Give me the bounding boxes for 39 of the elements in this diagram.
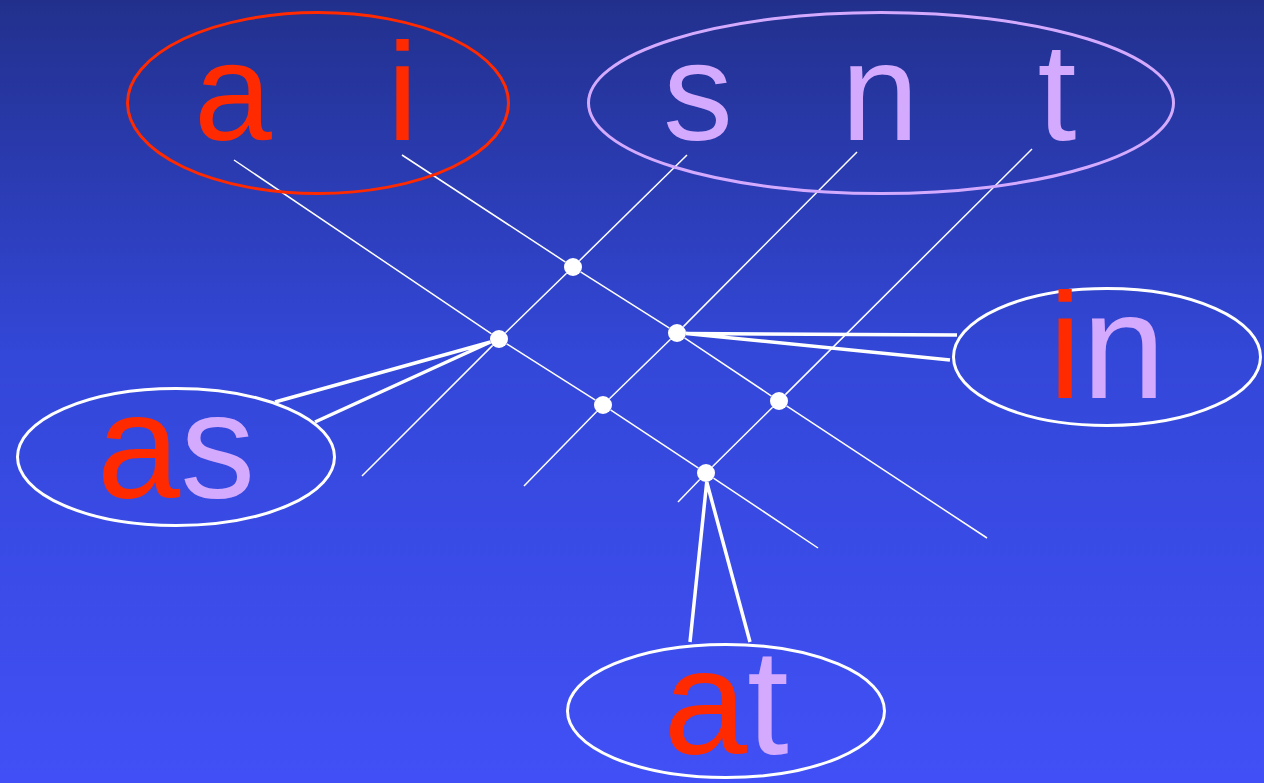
letter-group-ellipse: [126, 11, 510, 195]
grid-line: [711, 406, 774, 468]
intersection-dot: [594, 396, 612, 414]
grid-line: [504, 272, 568, 334]
letter: n: [838, 32, 922, 152]
callout-bubble: [16, 387, 336, 527]
intersection-dot: [668, 324, 686, 342]
grid-line: [682, 151, 858, 328]
word-label: in: [1048, 281, 1166, 411]
letter: t: [1022, 32, 1092, 149]
grid-line: [505, 343, 597, 401]
callout-bubble: [566, 643, 886, 779]
intersection-dot: [564, 258, 582, 276]
callout-tail: [273, 340, 493, 424]
grid-line: [609, 409, 700, 469]
intersection-dot: [770, 392, 788, 410]
word-label: at: [663, 637, 789, 767]
callout-tail: [684, 331, 959, 362]
callout-tail: [688, 480, 752, 644]
letter: a: [192, 32, 274, 160]
letter-group-ellipse: [587, 11, 1175, 195]
grid-line: [523, 410, 598, 487]
grid-line: [784, 148, 1033, 396]
word-label: as: [96, 381, 256, 511]
grid-line: [712, 477, 819, 549]
letter: i: [380, 32, 425, 155]
grid-line: [401, 154, 567, 263]
grid-line: [677, 478, 701, 503]
intersection-dot: [697, 464, 715, 482]
grid-line: [785, 405, 988, 539]
letter: s: [658, 32, 738, 155]
grid-line: [579, 271, 671, 329]
grid-line: [608, 338, 672, 400]
grid-line: [683, 337, 773, 397]
callout-bubble: [952, 287, 1262, 427]
grid-line: [233, 159, 493, 335]
grid-line: [361, 344, 494, 477]
intersection-dot: [490, 330, 508, 348]
grid-line: [578, 154, 688, 262]
